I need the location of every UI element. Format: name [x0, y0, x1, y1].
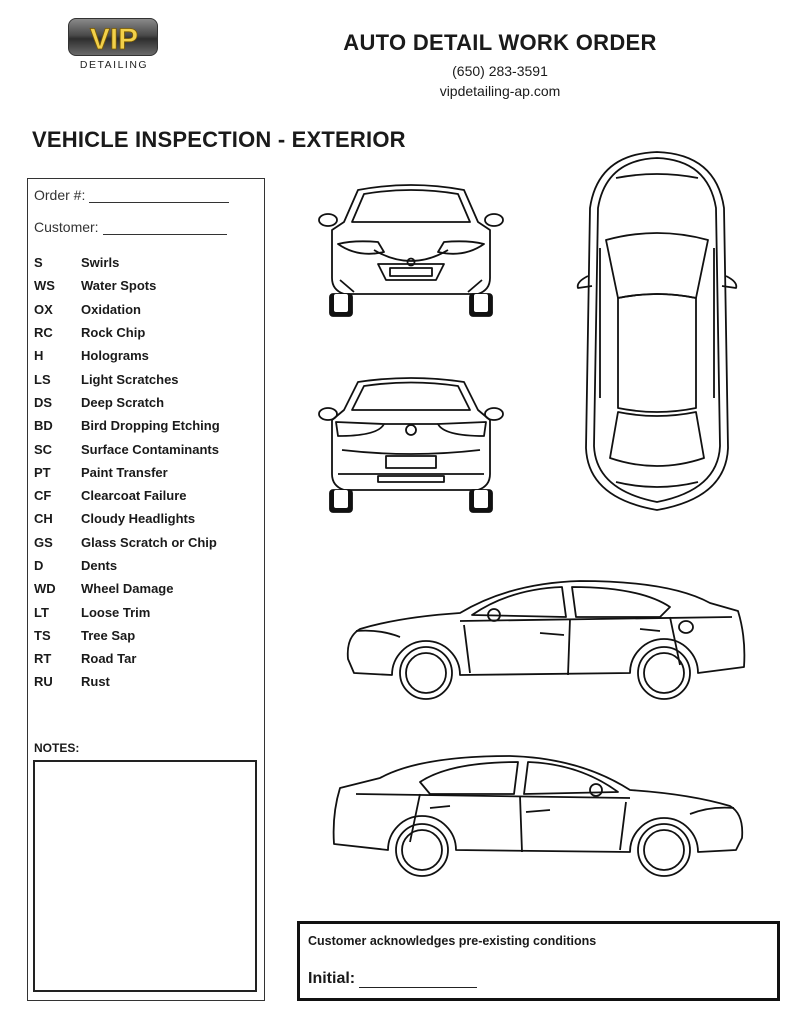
condition-code: TS [34, 627, 51, 643]
list-item: LS Light Scratches [34, 367, 259, 390]
condition-code: LT [34, 604, 49, 620]
list-item: RT Road Tar [34, 647, 259, 670]
list-item: SC Surface Contaminants [34, 437, 259, 460]
condition-label: Paint Transfer [81, 464, 168, 480]
condition-label: Road Tar [81, 651, 137, 667]
condition-label: Rock Chip [81, 325, 146, 341]
condition-code: LS [34, 371, 51, 387]
condition-label: Clearcoat Failure [81, 488, 187, 504]
list-item: CH Cloudy Headlights [34, 507, 259, 530]
condition-code: RC [34, 325, 53, 341]
condition-code: WS [34, 278, 55, 294]
car-top-view-icon [576, 151, 738, 511]
order-number-field[interactable]: Order #: [34, 187, 230, 203]
condition-label: Surface Contaminants [81, 441, 219, 457]
condition-label: Dents [81, 558, 118, 573]
list-item: CF Clearcoat Failure [34, 484, 259, 507]
condition-code: D [34, 558, 44, 573]
condition-label: Bird Dropping Etching [81, 418, 220, 434]
condition-code: S [34, 255, 43, 271]
condition-label: Rust [81, 674, 110, 690]
condition-code: RT [34, 651, 52, 667]
condition-code: CH [34, 511, 53, 527]
car-front-view-icon [318, 184, 504, 317]
condition-code: RU [34, 674, 53, 690]
logo-mark-icon: VIP [89, 23, 138, 57]
list-item: BD Bird Dropping Etching [34, 414, 259, 437]
condition-label: Water Spots [81, 278, 157, 294]
initial-line[interactable] [359, 972, 478, 988]
list-item: S Swirls [34, 251, 259, 274]
list-item: OX Oxidation [34, 298, 259, 321]
condition-code: DS [34, 394, 53, 410]
initial-label: Initial: [308, 970, 356, 987]
customer-field[interactable]: Customer: [34, 219, 227, 235]
acknowledgement-box: Customer acknowledges pre-existing condi… [297, 921, 780, 1001]
section-title: VEHICLE INSPECTION - EXTERIOR [32, 127, 406, 152]
list-item: H Holograms [34, 344, 259, 367]
car-right-side-view-icon [346, 580, 746, 700]
phone-number: (650) 283-3591 [452, 63, 548, 79]
condition-code: CF [34, 488, 52, 504]
list-item: GS Glass Scratch or Chip [34, 531, 259, 554]
condition-label: Deep Scratch [81, 394, 165, 410]
list-item: DS Deep Scratch [34, 391, 259, 414]
logo-plate: VIP [68, 18, 158, 56]
condition-label: Glass Scratch or Chip [81, 534, 217, 550]
list-item: WD Wheel Damage [34, 577, 259, 600]
notes-box[interactable] [33, 760, 257, 992]
condition-code: BD [34, 418, 53, 434]
logo-mark: VIP [90, 23, 138, 56]
condition-label: Cloudy Headlights [81, 511, 196, 527]
condition-code: H [34, 348, 44, 364]
condition-label: Loose Trim [81, 604, 151, 620]
condition-code: WD [34, 581, 56, 597]
condition-code: PT [34, 464, 51, 480]
condition-label: Swirls [81, 255, 120, 271]
list-item: RU Rust [34, 670, 259, 693]
list-item: LT Loose Trim [34, 600, 259, 623]
order-number-line[interactable] [89, 189, 230, 203]
car-left-side-view-icon [332, 755, 744, 877]
vip-logo: VIP DETAILING [68, 18, 160, 71]
logo-subtitle: DETAILING [79, 59, 149, 71]
order-number-label: Order #: [34, 187, 86, 203]
list-item: RC Rock Chip [34, 321, 259, 344]
condition-code: OX [34, 301, 53, 317]
page-title: AUTO DETAIL WORK ORDER [343, 30, 657, 55]
list-item: PT Paint Transfer [34, 461, 259, 484]
customer-line[interactable] [102, 221, 227, 235]
list-item: WS Water Spots [34, 274, 259, 297]
car-rear-view-icon [318, 377, 504, 513]
customer-label: Customer: [34, 219, 99, 235]
condition-label: Light Scratches [81, 371, 179, 387]
condition-label: Tree Sap [81, 627, 136, 643]
condition-label: Oxidation [81, 301, 141, 317]
notes-label: NOTES: [34, 741, 80, 755]
condition-code: GS [34, 534, 53, 550]
condition-label: Wheel Damage [81, 581, 174, 597]
condition-code: SC [34, 441, 53, 457]
initial-field[interactable]: Initial: [308, 970, 478, 988]
list-item: D Dents [34, 554, 259, 577]
condition-label: Holograms [81, 348, 149, 364]
list-item: TS Tree Sap [34, 624, 259, 647]
website: vipdetailing-ap.com [439, 83, 561, 99]
acknowledgement-text: Customer acknowledges pre-existing condi… [308, 934, 597, 948]
